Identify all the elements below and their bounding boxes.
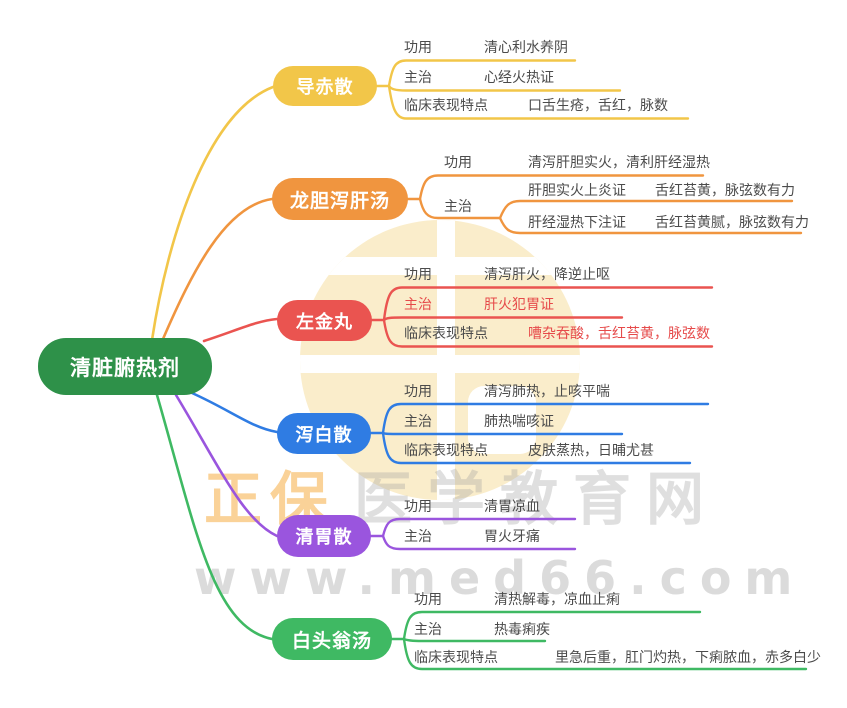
row-value[interactable]: 里急后重，肛门灼热，下痢脓血，赤多白少 <box>555 650 821 666</box>
row-label[interactable]: 主治 <box>404 529 432 545</box>
row-label[interactable]: 临床表现特点 <box>414 650 498 666</box>
edge-root-baitouweng <box>155 393 274 641</box>
subrow-label[interactable]: 肝胆实火上炎证 <box>528 183 626 199</box>
row-label[interactable]: 临床表现特点 <box>404 326 488 342</box>
edge-root-qingweisan <box>174 393 279 538</box>
branch-node-longdanxiegantang[interactable]: 龙胆泻肝汤 <box>272 178 408 220</box>
subrow-label[interactable]: 肝经湿热下注证 <box>528 215 626 231</box>
row-label[interactable]: 功用 <box>404 384 432 400</box>
subrow-value[interactable]: 舌红苔黄腻，脉弦数有力 <box>655 215 809 231</box>
row-label[interactable]: 主治 <box>404 70 432 86</box>
row-label[interactable]: 主治 <box>404 414 432 430</box>
branch-node-zuojinwan[interactable]: 左金丸 <box>277 300 372 341</box>
branch-zuojinwan-lines <box>370 286 714 348</box>
row-value[interactable]: 清泻肝火，降逆止呕 <box>484 267 610 283</box>
edge-root-zuojinwan <box>202 317 279 343</box>
row-value[interactable]: 清胃凉血 <box>484 499 540 515</box>
row-label[interactable]: 主治 <box>444 199 472 215</box>
branch-xiebaisan-lines <box>369 402 710 465</box>
edge-root-daochisan <box>150 85 275 342</box>
branch-node-baitouwengtang[interactable]: 白头翁汤 <box>272 618 392 660</box>
row-value[interactable]: 肝火犯胃证 <box>484 297 554 313</box>
branch-node-xiebaisan[interactable]: 泻白散 <box>277 413 371 454</box>
row-label[interactable]: 主治 <box>404 297 432 313</box>
row-label[interactable]: 主治 <box>414 622 442 638</box>
row-value[interactable]: 肺热喘咳证 <box>484 414 554 430</box>
root-node[interactable]: 清脏腑热剂 <box>38 338 212 395</box>
row-label[interactable]: 功用 <box>414 592 442 608</box>
row-label[interactable]: 功用 <box>404 267 432 283</box>
row-label[interactable]: 临床表现特点 <box>404 443 488 459</box>
branch-baitouweng-lines <box>390 610 808 671</box>
row-label[interactable]: 功用 <box>444 155 472 171</box>
edge-root-longdan <box>161 197 274 341</box>
row-value[interactable]: 胃火牙痛 <box>484 529 540 545</box>
row-value[interactable]: 清泻肺热，止咳平喘 <box>484 384 610 400</box>
edge-root-xiebaisan <box>190 391 279 434</box>
row-label[interactable]: 临床表现特点 <box>404 98 488 114</box>
row-value[interactable]: 心经火热证 <box>484 70 554 86</box>
row-value[interactable]: 清热解毒，凉血止痢 <box>494 592 620 608</box>
branch-longdan-lines <box>406 174 803 235</box>
row-label[interactable]: 功用 <box>404 499 432 515</box>
row-value[interactable]: 嘈杂吞酸，舌红苔黄，脉弦数 <box>528 326 710 342</box>
row-label[interactable]: 功用 <box>404 40 432 56</box>
branch-qingweisan-lines <box>369 517 577 551</box>
row-value[interactable]: 清心利水养阴 <box>484 40 568 56</box>
row-value[interactable]: 口舌生疮，舌红，脉数 <box>528 98 668 114</box>
row-value[interactable]: 热毒痢疾 <box>494 622 550 638</box>
website-watermark: www.med66.com <box>194 551 806 605</box>
branch-node-qingweisan[interactable]: 清胃散 <box>277 515 371 557</box>
row-value[interactable]: 清泻肝胆实火，清利肝经湿热 <box>528 155 710 171</box>
branch-node-daochisan[interactable]: 导赤散 <box>273 66 377 106</box>
row-value[interactable]: 皮肤蒸热，日晡尤甚 <box>528 443 654 459</box>
branch-daochisan-lines <box>375 59 690 120</box>
subrow-value[interactable]: 舌红苔黄，脉弦数有力 <box>655 183 795 199</box>
